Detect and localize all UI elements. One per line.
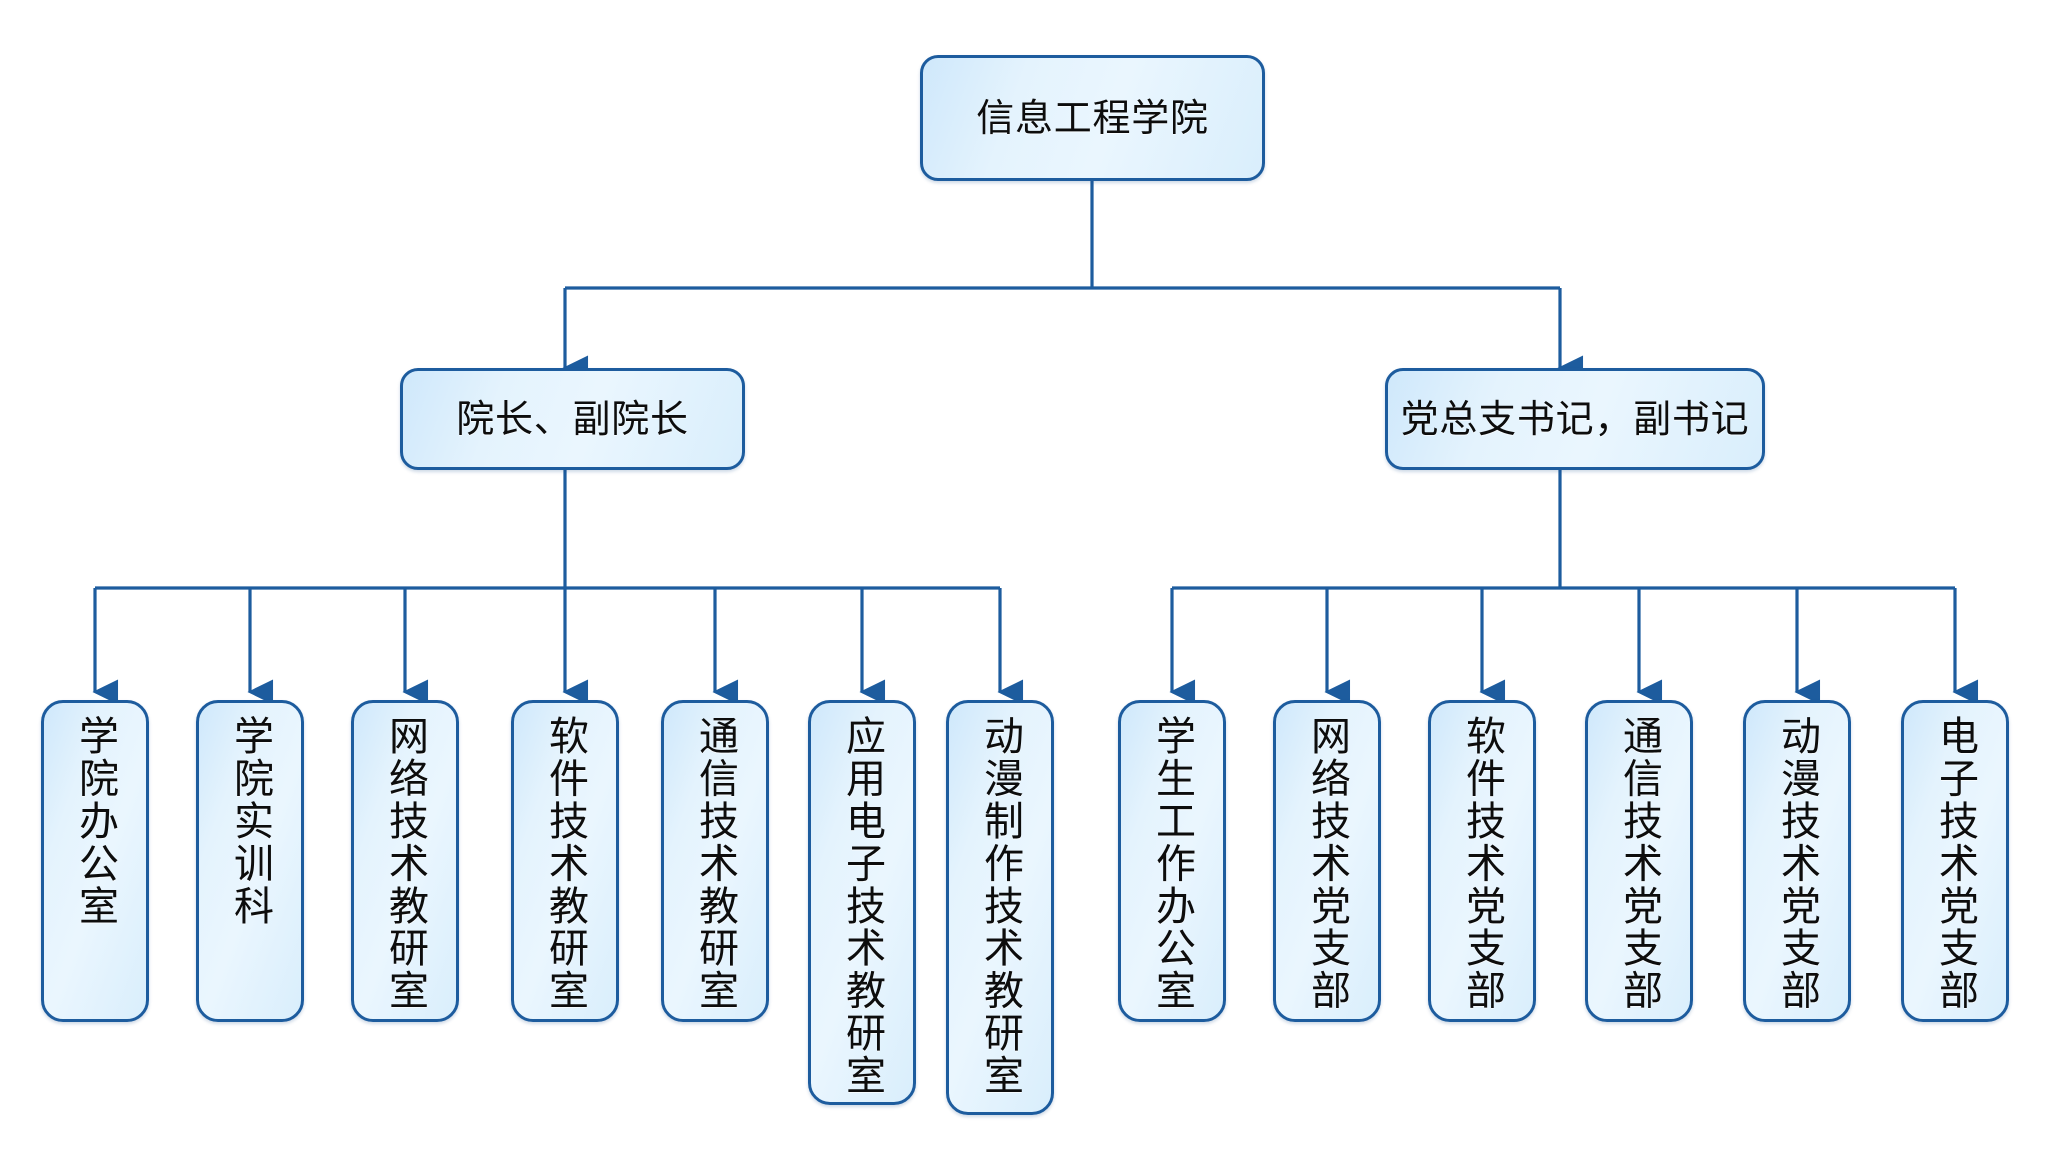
node-academic-child-3[interactable]: 网络技术教研室 xyxy=(351,700,459,1022)
node-academic-child-7[interactable]: 动漫制作技术教研室 xyxy=(946,700,1054,1115)
node-root-label: 信息工程学院 xyxy=(976,95,1209,140)
node-academic-child-5[interactable]: 通信技术教研室 xyxy=(661,700,769,1022)
node-party-child-2[interactable]: 网络技术党支部 xyxy=(1273,700,1381,1022)
node-party-child-5[interactable]: 动漫技术党支部 xyxy=(1743,700,1851,1022)
node-party-child-5-label: 动漫技术党支部 xyxy=(1774,715,1820,1012)
node-party-child-4[interactable]: 通信技术党支部 xyxy=(1585,700,1693,1022)
node-academic-child-5-label: 通信技术教研室 xyxy=(692,715,738,1012)
node-party-head-label: 党总支书记，副书记 xyxy=(1400,396,1750,441)
node-party-child-4-label: 通信技术党支部 xyxy=(1616,715,1662,1012)
node-party-child-6[interactable]: 电子技术党支部 xyxy=(1901,700,2009,1022)
node-academic-child-1[interactable]: 学院办公室 xyxy=(41,700,149,1022)
node-root[interactable]: 信息工程学院 xyxy=(920,55,1265,181)
node-party-child-2-label: 网络技术党支部 xyxy=(1304,715,1350,1012)
node-academic-child-3-label: 网络技术教研室 xyxy=(382,715,428,1012)
node-party-child-6-label: 电子技术党支部 xyxy=(1932,715,1978,1012)
node-party-child-3[interactable]: 软件技术党支部 xyxy=(1428,700,1536,1022)
node-academic-child-4-label: 软件技术教研室 xyxy=(542,715,588,1012)
node-party-head[interactable]: 党总支书记，副书记 xyxy=(1385,368,1765,470)
node-party-child-3-label: 软件技术党支部 xyxy=(1459,715,1505,1012)
node-academic-child-1-label: 学院办公室 xyxy=(72,715,118,927)
node-academic-child-2[interactable]: 学院实训科 xyxy=(196,700,304,1022)
node-party-child-1[interactable]: 学生工作办公室 xyxy=(1118,700,1226,1022)
node-academic-child-2-label: 学院实训科 xyxy=(227,715,273,927)
node-academic-head-label: 院长、副院长 xyxy=(456,396,689,441)
node-party-child-1-label: 学生工作办公室 xyxy=(1149,715,1195,1012)
node-academic-child-7-label: 动漫制作技术教研室 xyxy=(977,715,1023,1097)
node-academic-child-6-label: 应用电子技术教研室 xyxy=(839,715,885,1097)
node-academic-child-6[interactable]: 应用电子技术教研室 xyxy=(808,700,916,1105)
node-academic-child-4[interactable]: 软件技术教研室 xyxy=(511,700,619,1022)
node-academic-head[interactable]: 院长、副院长 xyxy=(400,368,745,470)
